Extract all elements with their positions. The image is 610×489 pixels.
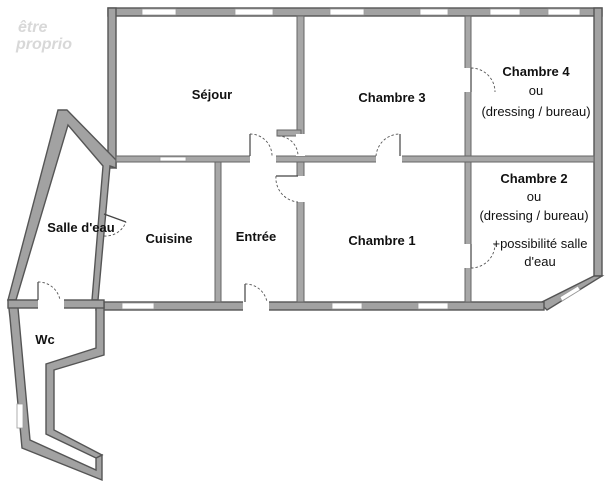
room-label-salle-eau: Salle d'eau — [47, 220, 114, 235]
room-label-entree: Entrée — [236, 229, 276, 244]
window-sejour-2 — [234, 8, 274, 16]
room-label-chambre2: Chambre 2 — [500, 171, 567, 186]
window-chambre3-1 — [329, 8, 365, 16]
opening-sejour-cuisine — [159, 156, 187, 162]
outer-wall-right — [593, 7, 603, 277]
room-label-chambre2-alt: (dressing / bureau) — [479, 208, 588, 223]
room-label-sejour: Séjour — [192, 87, 232, 102]
window-sejour-1 — [141, 8, 177, 16]
wall-entree-chambre1 — [296, 161, 305, 303]
wall-middle-horizontal — [115, 155, 595, 163]
room-label-wc: Wc — [35, 332, 55, 347]
window-chambre1-1 — [331, 302, 363, 310]
window-chambre2 — [559, 285, 581, 302]
wall-cuisine-entree — [214, 161, 222, 303]
window-cuisine — [121, 302, 155, 310]
door-sejour-inner — [277, 135, 299, 157]
room-label-chambre1: Chambre 1 — [348, 233, 415, 248]
room-label-chambre4-ou: ou — [529, 83, 543, 98]
window-chambre4-1 — [489, 8, 521, 16]
room-label-chambre2-option-2: d'eau — [524, 254, 555, 269]
room-label-chambre3: Chambre 3 — [358, 90, 425, 105]
room-label-chambre2-option: +possibilité salle — [492, 236, 587, 251]
wing-wall-upper — [7, 109, 117, 301]
outer-wall-sejour-left — [107, 7, 117, 169]
wing-wall-wc-inner — [45, 301, 105, 459]
watermark-line-1: être — [18, 19, 47, 36]
room-label-chambre4: Chambre 4 — [502, 64, 570, 79]
watermark-line-2: proprio — [15, 36, 72, 53]
window-chambre3-2 — [419, 8, 449, 16]
wall-sejour-partition — [276, 129, 302, 137]
room-label-chambre4-alt: (dressing / bureau) — [481, 104, 590, 119]
outer-wall-bottom — [95, 301, 545, 311]
window-chambre4-2 — [547, 8, 581, 16]
room-label-cuisine: Cuisine — [146, 231, 193, 246]
room-label-chambre2-ou: ou — [527, 189, 541, 204]
window-wc — [16, 403, 24, 429]
door-salle-eau — [103, 213, 127, 223]
window-chambre1-2 — [417, 302, 449, 310]
